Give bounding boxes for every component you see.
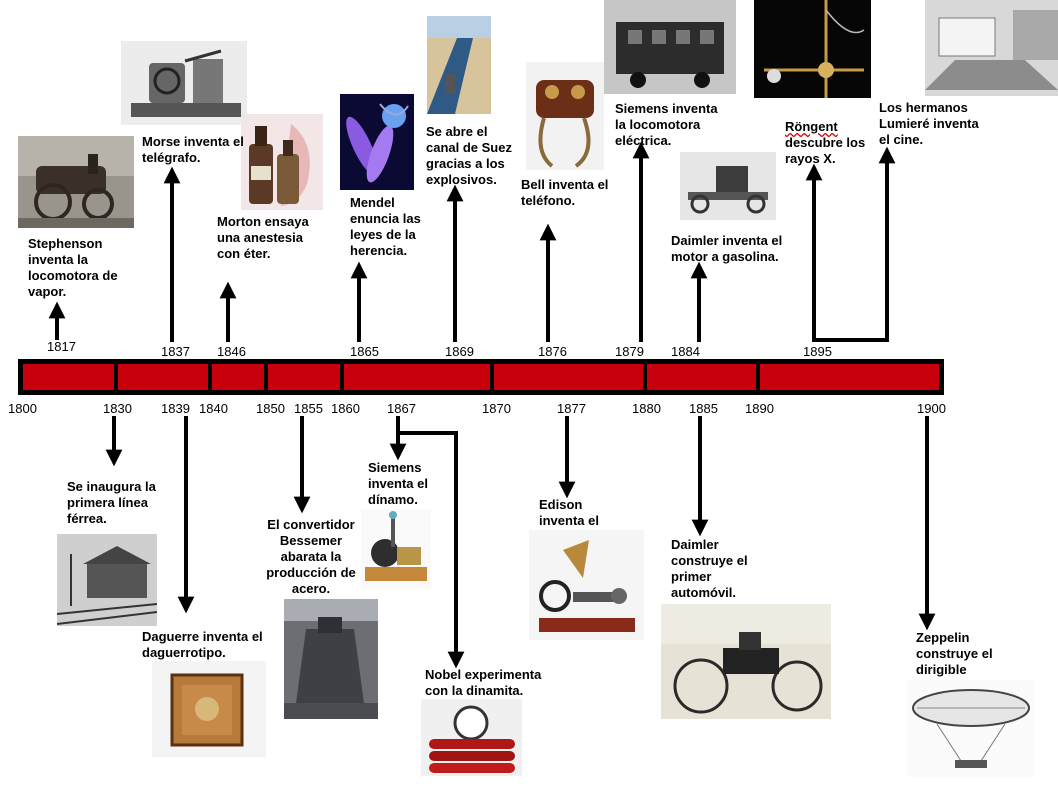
dirigible-photo — [907, 680, 1035, 777]
bar-divider — [643, 364, 647, 390]
event-1895-xray-name: Röngent — [785, 119, 838, 134]
event-1830-text: Se inaugura la primera línea férrea. — [67, 479, 156, 526]
year-label: 1830 — [103, 401, 132, 416]
year-label: 1890 — [745, 401, 774, 416]
telegraph-photo — [121, 41, 247, 125]
year-label: 1884 — [671, 344, 700, 359]
chromosome-photo — [340, 94, 414, 190]
bar-divider — [756, 364, 760, 390]
event-1884-text: Daimler inventa el motor a gasolina. — [671, 233, 783, 264]
year-label: 1885 — [689, 401, 718, 416]
year-label: 1860 — [331, 401, 360, 416]
year-label: 1895 — [803, 344, 832, 359]
year-label: 1877 — [557, 401, 586, 416]
year-label: 1817 — [47, 339, 76, 354]
ether-bottles-photo — [241, 114, 323, 210]
dynamite-photo — [421, 699, 522, 776]
event-1895-xray-text: Röngent descubre los rayos X. — [785, 119, 877, 167]
year-label: 1837 — [161, 344, 190, 359]
year-label: 1865 — [350, 344, 379, 359]
event-1879-text: Siemens inventa la locomotora eléctrica. — [615, 101, 718, 148]
gasoline-engine-photo — [680, 152, 776, 220]
suez-canal-photo — [427, 16, 491, 114]
event-1817-text: Stephenson inventa la locomotora de vapo… — [28, 236, 118, 299]
year-label: 1869 — [445, 344, 474, 359]
event-1895-xray-rest: descubre los rayos X. — [785, 135, 866, 166]
bar-divider — [264, 364, 268, 390]
cinema-photo — [925, 0, 1058, 96]
event-1867-dynamite-text: Nobel experimenta con la dinamita. — [425, 667, 542, 698]
event-1895-cinema-text: Los hermanos Lumieré inventa el cine. — [879, 100, 979, 147]
event-1876-text: Bell inventa el teléfono. — [521, 177, 609, 208]
locomotive-photo — [18, 136, 134, 228]
electric-locomotive-photo — [604, 0, 736, 94]
year-label: 1870 — [482, 401, 511, 416]
telephone-photo — [526, 62, 604, 170]
year-label: 1900 — [917, 401, 946, 416]
year-label: 1879 — [615, 344, 644, 359]
arrow-1895-split — [812, 146, 896, 342]
event-1885-text: Daimler construye el primer automóvil. — [671, 537, 748, 600]
bar-divider — [340, 364, 344, 390]
event-1865-text: Mendel enuncia las leyes de la herencia. — [350, 195, 421, 258]
event-1839-text: Daguerre inventa el daguerrotipo. — [142, 629, 263, 660]
year-label: 1867 — [387, 401, 416, 416]
event-1877-text: Edison inventa el — [539, 497, 599, 528]
year-label: 1839 — [161, 401, 190, 416]
year-label: 1850 — [256, 401, 285, 416]
bessemer-converter-photo — [284, 599, 378, 719]
dynamo-photo — [361, 509, 431, 589]
event-1900-text: Zeppelin construye el dirigible — [916, 630, 993, 677]
year-label: 1846 — [217, 344, 246, 359]
event-1837-text: Morse inventa el telégrafo. — [142, 134, 244, 165]
year-label: 1880 — [632, 401, 661, 416]
year-label: 1840 — [199, 401, 228, 416]
year-label: 1855 — [294, 401, 323, 416]
arrow-1867-split — [398, 431, 465, 669]
xray-tube-photo — [754, 0, 871, 98]
year-label: 1876 — [538, 344, 567, 359]
automobile-photo — [661, 604, 831, 719]
timeline-bar — [18, 359, 944, 395]
event-1855-text: El convertidor Bessemer abarata la produ… — [266, 517, 356, 596]
phonograph-photo — [529, 530, 644, 640]
event-1869-text: Se abre el canal de Suez gracias a los e… — [426, 124, 512, 187]
bar-divider — [490, 364, 494, 390]
event-1867-dynamo-text: Siemens inventa el dínamo. — [368, 460, 428, 507]
event-1846-text: Morton ensaya una anestesia con éter. — [217, 214, 309, 261]
bar-divider — [208, 364, 212, 390]
year-label: 1800 — [8, 401, 37, 416]
bar-divider — [114, 364, 118, 390]
railway-station-photo — [57, 534, 157, 626]
daguerreotype-camera-photo — [152, 661, 266, 757]
